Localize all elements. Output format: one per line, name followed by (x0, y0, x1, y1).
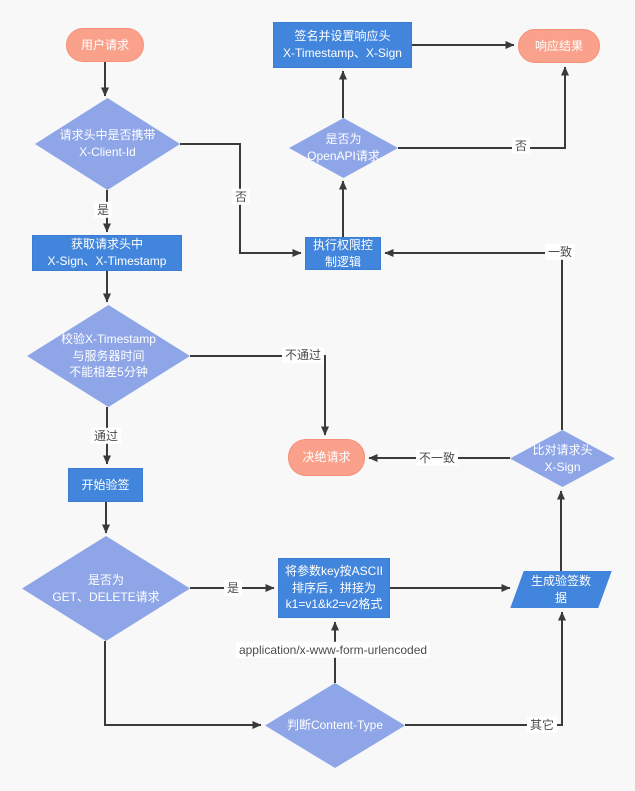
node-response-result: 响应结果 (518, 29, 600, 63)
node-generate-sign-data: 生成验签数 据 (510, 571, 612, 608)
edge-label-other: 其它 (526, 716, 558, 734)
terminal-shape (518, 29, 600, 63)
node-label: 比对请求头 X-Sign (532, 442, 593, 474)
node-user-request: 用户请求 (66, 28, 144, 62)
edge-checkts-fail-reject (190, 355, 329, 436)
terminal-shape (288, 439, 365, 476)
node-label: 将参数key按ASCII 排序后，拼接为 k1=v1&k2=v2格式 (284, 564, 384, 612)
edge-label-yes-2: 是 (223, 579, 243, 597)
node-label: 签名并设置响应头 X-Timestamp、X-Sign (283, 29, 402, 60)
node-label: 是否为 GET、DELETE请求 (52, 572, 160, 604)
node-check-method: 是否为 GET、DELETE请求 (22, 536, 190, 641)
node-reject-request: 决绝请求 (288, 439, 365, 476)
edge-label-pass: 通过 (90, 427, 122, 445)
edge-label-no-match: 不一致 (415, 449, 459, 467)
node-check-client-id: 请求头中是否携带 X-Client-Id (35, 98, 180, 190)
node-label: 生成验签数 据 (530, 573, 591, 605)
node-label: 校验X-Timestamp 与服务器时间 不能相差5分钟 (61, 332, 156, 380)
process-shape (68, 468, 143, 502)
process-shape (273, 22, 412, 68)
edge-label-no-2: 否 (511, 137, 531, 155)
edge-label-yes: 是 (93, 201, 113, 219)
node-label: 获取请求头中 X-Sign、X-Timestamp (47, 237, 167, 268)
edge-label-form-urlencoded: application/x-www-form-urlencoded (235, 641, 431, 659)
edge-contenttype-other-gendata (405, 611, 566, 726)
process-shape (305, 237, 381, 270)
edge-label-match: 一致 (544, 243, 576, 261)
node-label: 执行权限控 制逻辑 (312, 237, 373, 269)
node-sort-params: 将参数key按ASCII 排序后，拼接为 k1=v1&k2=v2格式 (278, 558, 390, 618)
node-label: 开始验签 (81, 477, 130, 492)
edge-compare-match-execperm (384, 249, 563, 430)
node-label: 响应结果 (534, 38, 583, 53)
node-label: 用户请求 (80, 37, 129, 52)
edge-label-fail: 不通过 (281, 346, 325, 364)
terminal-shape (66, 28, 144, 62)
node-check-openapi: 是否为 OpenAPI请求 (289, 118, 398, 178)
node-label: 判断Content-Type (286, 718, 384, 733)
node-exec-permission: 执行权限控 制逻辑 (305, 237, 381, 270)
node-label: 是否为 OpenAPI请求 (307, 132, 380, 163)
process-shape (278, 558, 390, 618)
node-check-content-type: 判断Content-Type (265, 683, 405, 768)
edge-openapi-no-result (398, 66, 569, 149)
edge-method-to-contenttype (104, 641, 262, 729)
node-start-verify: 开始验签 (68, 468, 143, 502)
node-compare-sign: 比对请求头 X-Sign (510, 430, 615, 487)
node-label: 请求头中是否携带 X-Client-Id (59, 128, 156, 159)
edge-label-no: 否 (231, 188, 251, 206)
node-check-timestamp: 校验X-Timestamp 与服务器时间 不能相差5分钟 (27, 305, 190, 407)
process-shape (32, 235, 182, 271)
node-get-headers: 获取请求头中 X-Sign、X-Timestamp (32, 235, 182, 271)
node-label: 决绝请求 (302, 450, 351, 465)
node-sign-response: 签名并设置响应头 X-Timestamp、X-Sign (273, 22, 412, 68)
